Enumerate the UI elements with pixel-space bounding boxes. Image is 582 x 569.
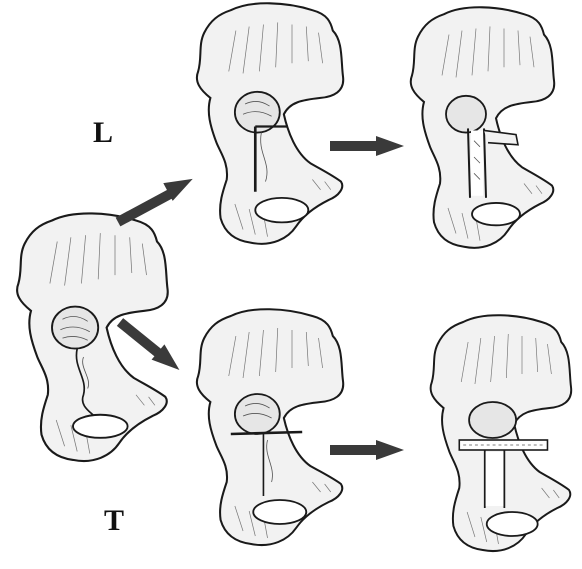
arrow-to-longitudinal [118, 170, 197, 222]
label-transverse: T [104, 506, 124, 536]
transverse-cut [197, 309, 343, 545]
transverse-distraction [431, 315, 572, 551]
longitudinal-distraction [411, 7, 554, 248]
arrow-longitudinal-result [330, 136, 404, 156]
longitudinal-cut [197, 3, 343, 244]
arrow-transverse-result [330, 440, 404, 460]
arrow-to-transverse [120, 322, 186, 378]
label-longitudinal: L [93, 118, 113, 148]
